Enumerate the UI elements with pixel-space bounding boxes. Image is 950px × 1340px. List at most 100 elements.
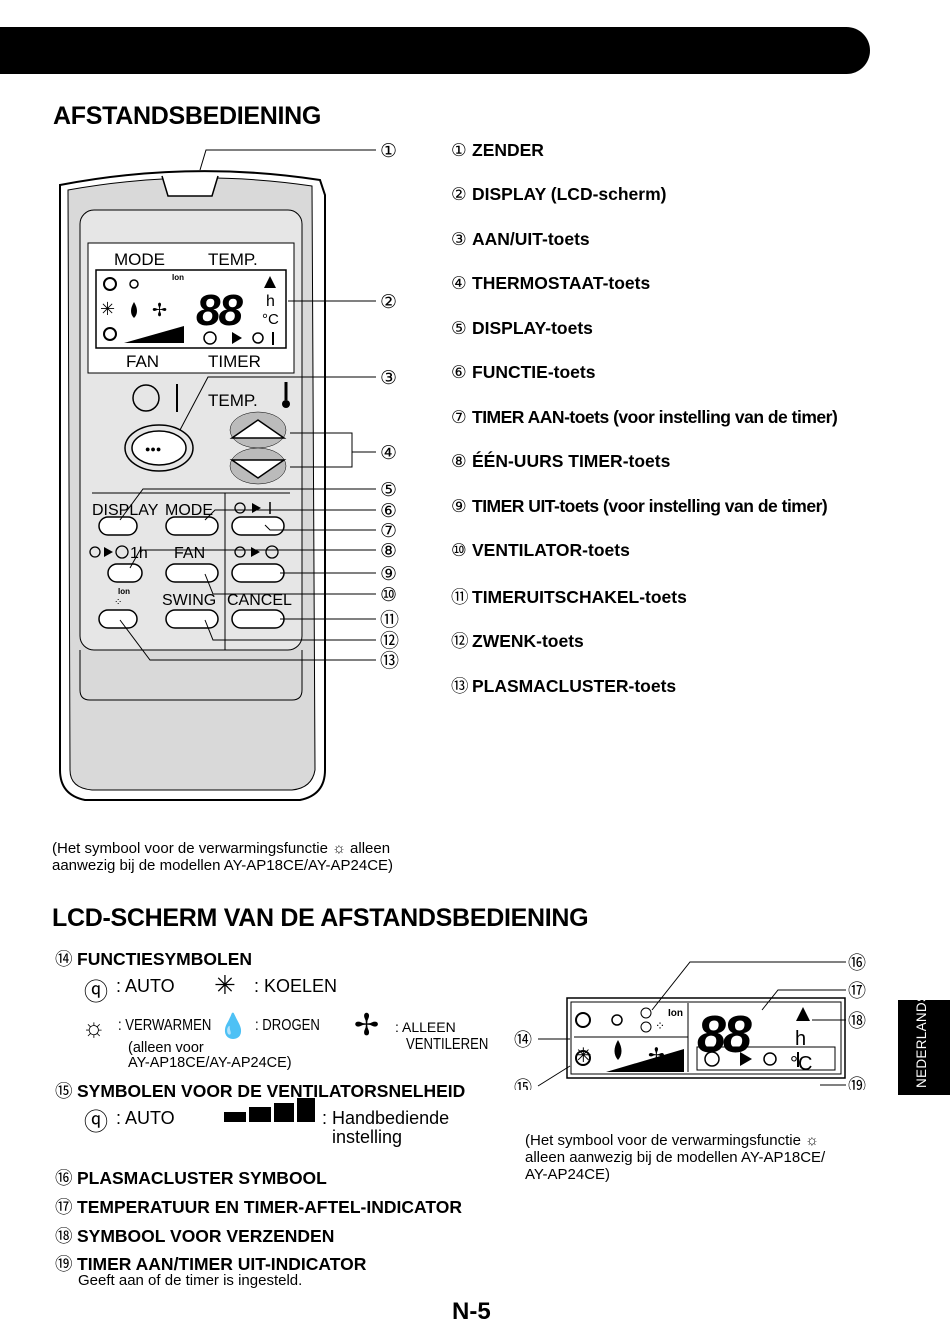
lcd-diagram: ✳ ✢ Ion ⁘ 88 h °C ⑭ ⑮ ⑯ ⑰ ⑱ ⑲ xyxy=(514,953,866,1090)
temp-down-button xyxy=(229,459,287,479)
fan-button xyxy=(165,563,219,583)
swing-button xyxy=(165,609,219,629)
heating-note-2: (Het symbool voor de verwarmingsfunctie … xyxy=(525,1132,826,1183)
remote-lcd-digits: 88 xyxy=(196,286,243,335)
callout-8: ⑧ xyxy=(380,541,397,562)
callout-10: ⑩ xyxy=(380,585,397,606)
off-symbol xyxy=(132,384,160,412)
remote-celsius-label: °C xyxy=(262,311,279,328)
power-button xyxy=(131,430,187,466)
fan-auto-label: : AUTO xyxy=(116,1108,175,1128)
snowflake-icon: ✳ xyxy=(100,299,115,319)
fan-speed-bars-icon xyxy=(124,326,184,343)
remote-power-dots: ●●● xyxy=(145,444,161,454)
drop-icon: 💧 xyxy=(218,1013,248,1040)
timer-on-button xyxy=(231,516,285,536)
play-icon xyxy=(232,332,242,344)
item-19-desc: Geeft aan of de timer is ingesteld. xyxy=(78,1272,303,1289)
snowflake-icon: ✳ xyxy=(214,970,236,1000)
svg-text:Ion: Ion xyxy=(118,587,130,596)
lcd-callout-19: ⑲ xyxy=(848,1076,866,1090)
page-number: N-5 xyxy=(452,1298,491,1325)
lcd-callout-16: ⑯ xyxy=(848,953,866,973)
cancel-button xyxy=(231,609,285,629)
callout-2: ② xyxy=(380,292,397,313)
alleen-label: : ALLEEN xyxy=(395,1019,456,1035)
remote-fan-label: FAN xyxy=(126,352,159,371)
transmit-icon xyxy=(264,276,276,288)
remote-control-illustration: MODE TEMP. FAN TIMER Ion ✳ ✢ 88 h °C TEM… xyxy=(59,141,399,801)
callout-5: ⑤ xyxy=(380,480,397,501)
svg-text:Ion: Ion xyxy=(668,1008,683,1019)
manual-label: : Handbediende xyxy=(322,1108,450,1128)
callout-4: ④ xyxy=(380,443,397,464)
fan-auto-icon: ⓠ xyxy=(84,1109,108,1136)
svg-text:✳: ✳ xyxy=(575,1045,592,1067)
display-button xyxy=(98,516,138,536)
svg-text:h: h xyxy=(795,1028,806,1050)
remote-timer-label: TIMER xyxy=(208,352,261,371)
remote-cancel-label: CANCEL xyxy=(227,592,292,609)
sun-icon: ☼ xyxy=(332,840,346,857)
lcd-callout-18: ⑱ xyxy=(848,1011,866,1031)
svg-text:⁘: ⁘ xyxy=(114,597,122,608)
callout-11: ⑪ xyxy=(380,609,399,631)
sun-icon: ☼ xyxy=(805,1132,819,1149)
section-title-remote: AFSTANDSBEDIENING xyxy=(53,102,322,130)
remote-display-label: DISPLAY xyxy=(92,502,159,519)
callout-3: ③ xyxy=(380,368,397,389)
drogen-label: : DROGEN xyxy=(255,1017,320,1034)
only-for-label: (alleen voor xyxy=(128,1040,204,1056)
auto-label: : AUTO xyxy=(116,976,175,996)
remote-mode-label: MODE xyxy=(114,250,165,269)
verwarmen-label: : VERWARMEN xyxy=(118,1017,212,1034)
temp-up-button xyxy=(229,419,287,439)
koelen-label: : KOELEN xyxy=(254,976,338,996)
mode-button xyxy=(165,516,219,536)
fan-icon: ✢ xyxy=(152,300,167,320)
svg-text:⁘: ⁘ xyxy=(655,1019,665,1033)
fan-icon: ✢ xyxy=(354,1009,380,1042)
thermometer-icon xyxy=(282,400,290,408)
heating-note: (Het symbool voor de verwarmingsfunctie … xyxy=(52,840,394,874)
one-hour-timer-button xyxy=(107,563,143,583)
callout-9: ⑨ xyxy=(380,564,397,585)
callout-7: ⑦ xyxy=(380,521,397,542)
section-title-lcd: LCD-SCHERM VAN DE AFSTANDSBEDIENING xyxy=(52,904,589,932)
lcd-callout-17: ⑰ xyxy=(848,981,866,1001)
language-tab: NEDERLANDS xyxy=(898,993,950,1095)
auto-icon: ⓠ xyxy=(84,979,108,1006)
fan-speed-bars-icon xyxy=(224,1098,315,1122)
manual-label-2: instelling xyxy=(332,1127,403,1147)
remote-fan-btn-label: FAN xyxy=(174,545,205,562)
callout-13: ⑬ xyxy=(380,650,399,672)
svg-text:°C: °C xyxy=(790,1053,812,1075)
remote-ion-label: Ion xyxy=(172,273,184,282)
remote-temp-label: TEMP. xyxy=(208,250,258,269)
ventileren-label: VENTILEREN xyxy=(406,1036,489,1053)
fan-auto-icon xyxy=(103,327,117,341)
auto-icon xyxy=(103,277,117,291)
models-label: AY-AP18CE/AY-AP24CE) xyxy=(128,1055,292,1071)
remote-mode-btn-label: MODE xyxy=(165,502,213,519)
lcd-callout-15: ⑮ xyxy=(514,1078,532,1090)
drop-icon xyxy=(131,302,137,318)
lcd-callout-14: ⑭ xyxy=(514,1030,532,1050)
clock-icon xyxy=(203,331,217,345)
